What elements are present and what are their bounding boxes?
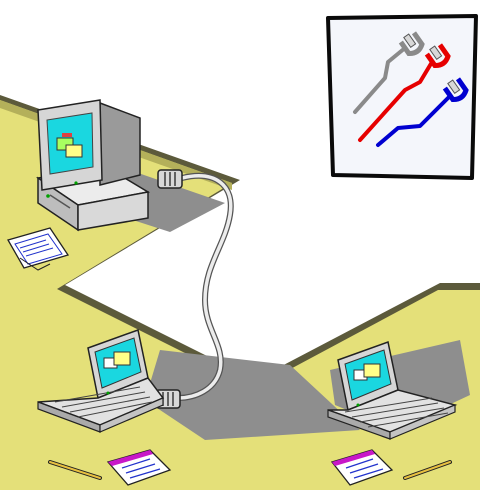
desktop-computer-icon bbox=[38, 100, 148, 230]
top-connector bbox=[158, 170, 182, 188]
cable-colors-icon bbox=[328, 16, 476, 178]
